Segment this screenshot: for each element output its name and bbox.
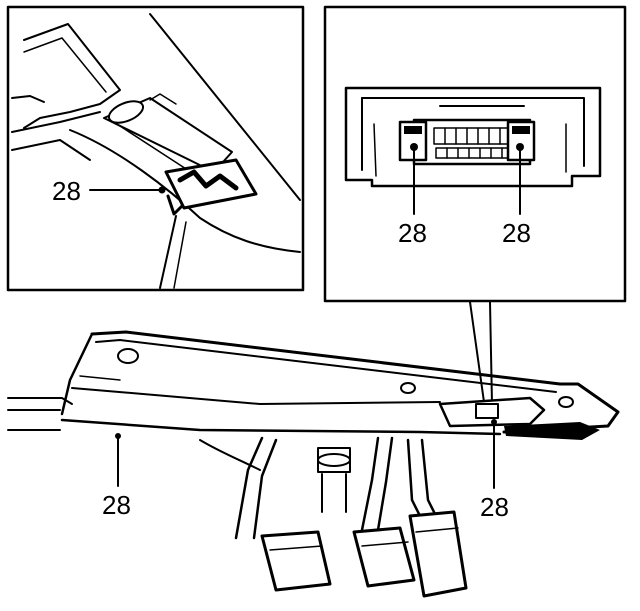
inset-right: 28 28	[323, 5, 627, 303]
pedal-pad-ribs	[269, 527, 459, 551]
main-assembly: 28 28	[7, 330, 620, 598]
callout-main-left: 28	[102, 490, 131, 520]
pedal-arm-left-a	[234, 436, 264, 540]
inset-pointer-b	[489, 301, 493, 405]
body-lower-curve	[69, 129, 301, 253]
callout-main-right: 28	[480, 492, 509, 522]
obd-clip-left-head	[404, 126, 422, 134]
dash-side-line	[7, 397, 73, 405]
pedal-arm-mid-a	[360, 436, 380, 532]
obd-pins-top	[444, 127, 501, 145]
pedal-pad-mid	[352, 526, 416, 588]
booster-cap	[317, 453, 351, 467]
trim-panel-upper	[23, 23, 121, 129]
dash-edge-line	[149, 13, 301, 201]
obd-clip-right-head	[512, 126, 530, 134]
harness-line-b	[173, 221, 187, 289]
obd-housing-outer	[344, 86, 602, 188]
obd-clip-right-hole	[516, 143, 524, 151]
trim-panel-lower	[11, 111, 101, 133]
harness-line-a	[159, 215, 177, 289]
inset-left: 28	[6, 5, 305, 292]
pedal-arm-right-b	[420, 438, 438, 518]
pedal-arm-left-b	[252, 438, 278, 540]
mount-hole-b	[400, 382, 416, 394]
dash-panel-mid	[71, 387, 441, 405]
obd-housing-inner-top	[361, 97, 585, 167]
inset-pointer-a	[469, 301, 485, 403]
pedal-pad-right	[408, 510, 468, 598]
dash-panel-top	[90, 330, 620, 434]
trim-left-stub	[11, 95, 45, 103]
dash-panel-top-inner	[95, 339, 557, 393]
callout-inset-right-right: 28	[502, 218, 531, 248]
obd-clip-left-hole	[410, 143, 418, 151]
dash-panel-left-edge	[60, 332, 94, 416]
inset-left-frame	[6, 5, 305, 292]
obd-pins-bottom	[446, 147, 503, 159]
trim-panel-edge	[23, 37, 107, 93]
lower-rib-a	[199, 439, 261, 471]
callout-inset-left: 28	[52, 176, 81, 206]
clip-spring	[177, 169, 239, 191]
inset-right-frame	[323, 5, 627, 303]
dash-right-shadow	[504, 422, 600, 440]
body-left-line	[11, 139, 91, 161]
dash-panel-crease	[79, 375, 121, 381]
connector-end	[107, 100, 145, 124]
leader-dot	[158, 186, 166, 194]
callout-inset-right-left: 28	[398, 218, 427, 248]
connector-top-lip	[149, 93, 177, 105]
pedal-arm-mid-b	[376, 436, 394, 532]
mount-hole-c	[558, 396, 574, 408]
booster-rod	[321, 473, 347, 513]
mount-hole-a	[117, 348, 139, 364]
pedal-arm-right-a	[406, 438, 422, 518]
pedal-pad-left	[260, 530, 332, 592]
dash-panel-bottom	[60, 418, 502, 436]
obd-mount-socket	[475, 403, 499, 419]
obd-recess-walls	[373, 123, 567, 177]
clip-tab	[166, 194, 184, 216]
